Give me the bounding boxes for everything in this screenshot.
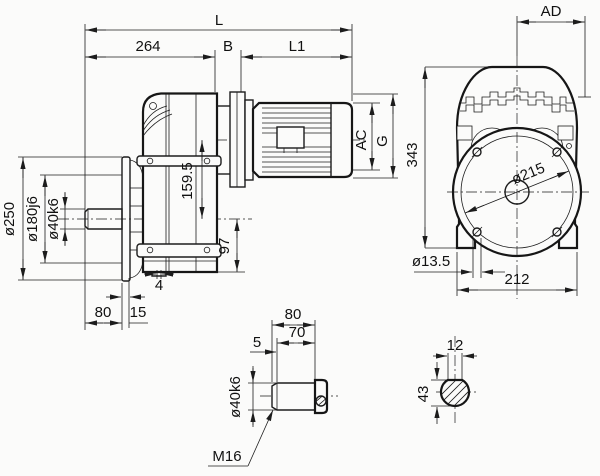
dim-shaft-dia: ø40k6 (45, 198, 62, 240)
dim-flange-dia: ø250 (1, 202, 18, 236)
dim-212: 212 (504, 271, 529, 288)
label-thread: M16 (212, 448, 241, 465)
gearbox-housing (136, 92, 222, 277)
flange-bolt-holes (471, 146, 563, 238)
lower-joint-band (136, 243, 222, 258)
shaft-detail: 80 70 5 ø40k6 M16 (208, 306, 338, 467)
front-view: AD 343 ø215 ø13.5 212 (404, 3, 591, 299)
key-cross-section: 12 43 (415, 336, 477, 424)
dim-axis-distance: 159.5 (179, 162, 196, 200)
dim-key-width: 12 (447, 337, 464, 354)
upper-joint-band (136, 155, 222, 167)
dim-AD: AD (541, 3, 562, 20)
key-extension-lines (431, 353, 463, 407)
shaft-body (271, 382, 316, 411)
dim-L1: L1 (289, 38, 306, 55)
dim-chamfer-5: 5 (253, 334, 261, 351)
cooling-fin-band (459, 87, 575, 113)
left-side-tab (456, 125, 473, 141)
dim-AC: AC (353, 129, 370, 150)
motor (251, 101, 354, 179)
key-dimensions: 12 43 (415, 337, 477, 424)
dim-shaft-detail-dia: ø40k6 (227, 376, 244, 418)
dim-G: G (374, 135, 391, 147)
motor-adapter (217, 91, 254, 188)
side-view: L 264 B L1 ø250 ø180j6 ø40k6 (1, 12, 398, 330)
dim-flange-thickness: 15 (130, 304, 147, 321)
front-extension-lines (425, 16, 591, 296)
side-dimensions: L 264 B L1 ø250 ø180j6 ø40k6 (1, 12, 396, 326)
terminal-box (276, 126, 305, 149)
dim-L: L (215, 12, 223, 29)
plug-hole (566, 143, 572, 149)
dim-shaft-80: 80 (285, 306, 302, 323)
dim-pad: 4 (155, 277, 163, 294)
dim-foot-height: 97 (216, 238, 233, 255)
dim-264: 264 (135, 38, 160, 55)
keyed-shaft-section (439, 378, 471, 408)
dim-hole-dia: ø13.5 (412, 253, 450, 270)
m16-hole-hatch (316, 396, 326, 406)
dim-343: 343 (404, 142, 421, 167)
side-extension-lines (18, 24, 398, 330)
shaft-dimensions: 80 70 5 ø40k6 M16 (208, 306, 315, 467)
dim-shaft-70: 70 (289, 324, 306, 341)
dim-B: B (223, 38, 233, 55)
dim-spigot-dia: ø180j6 (24, 196, 41, 242)
dim-shaft-length: 80 (95, 304, 112, 321)
right-side-tab (557, 125, 574, 141)
dim-key-height: 43 (415, 386, 432, 403)
